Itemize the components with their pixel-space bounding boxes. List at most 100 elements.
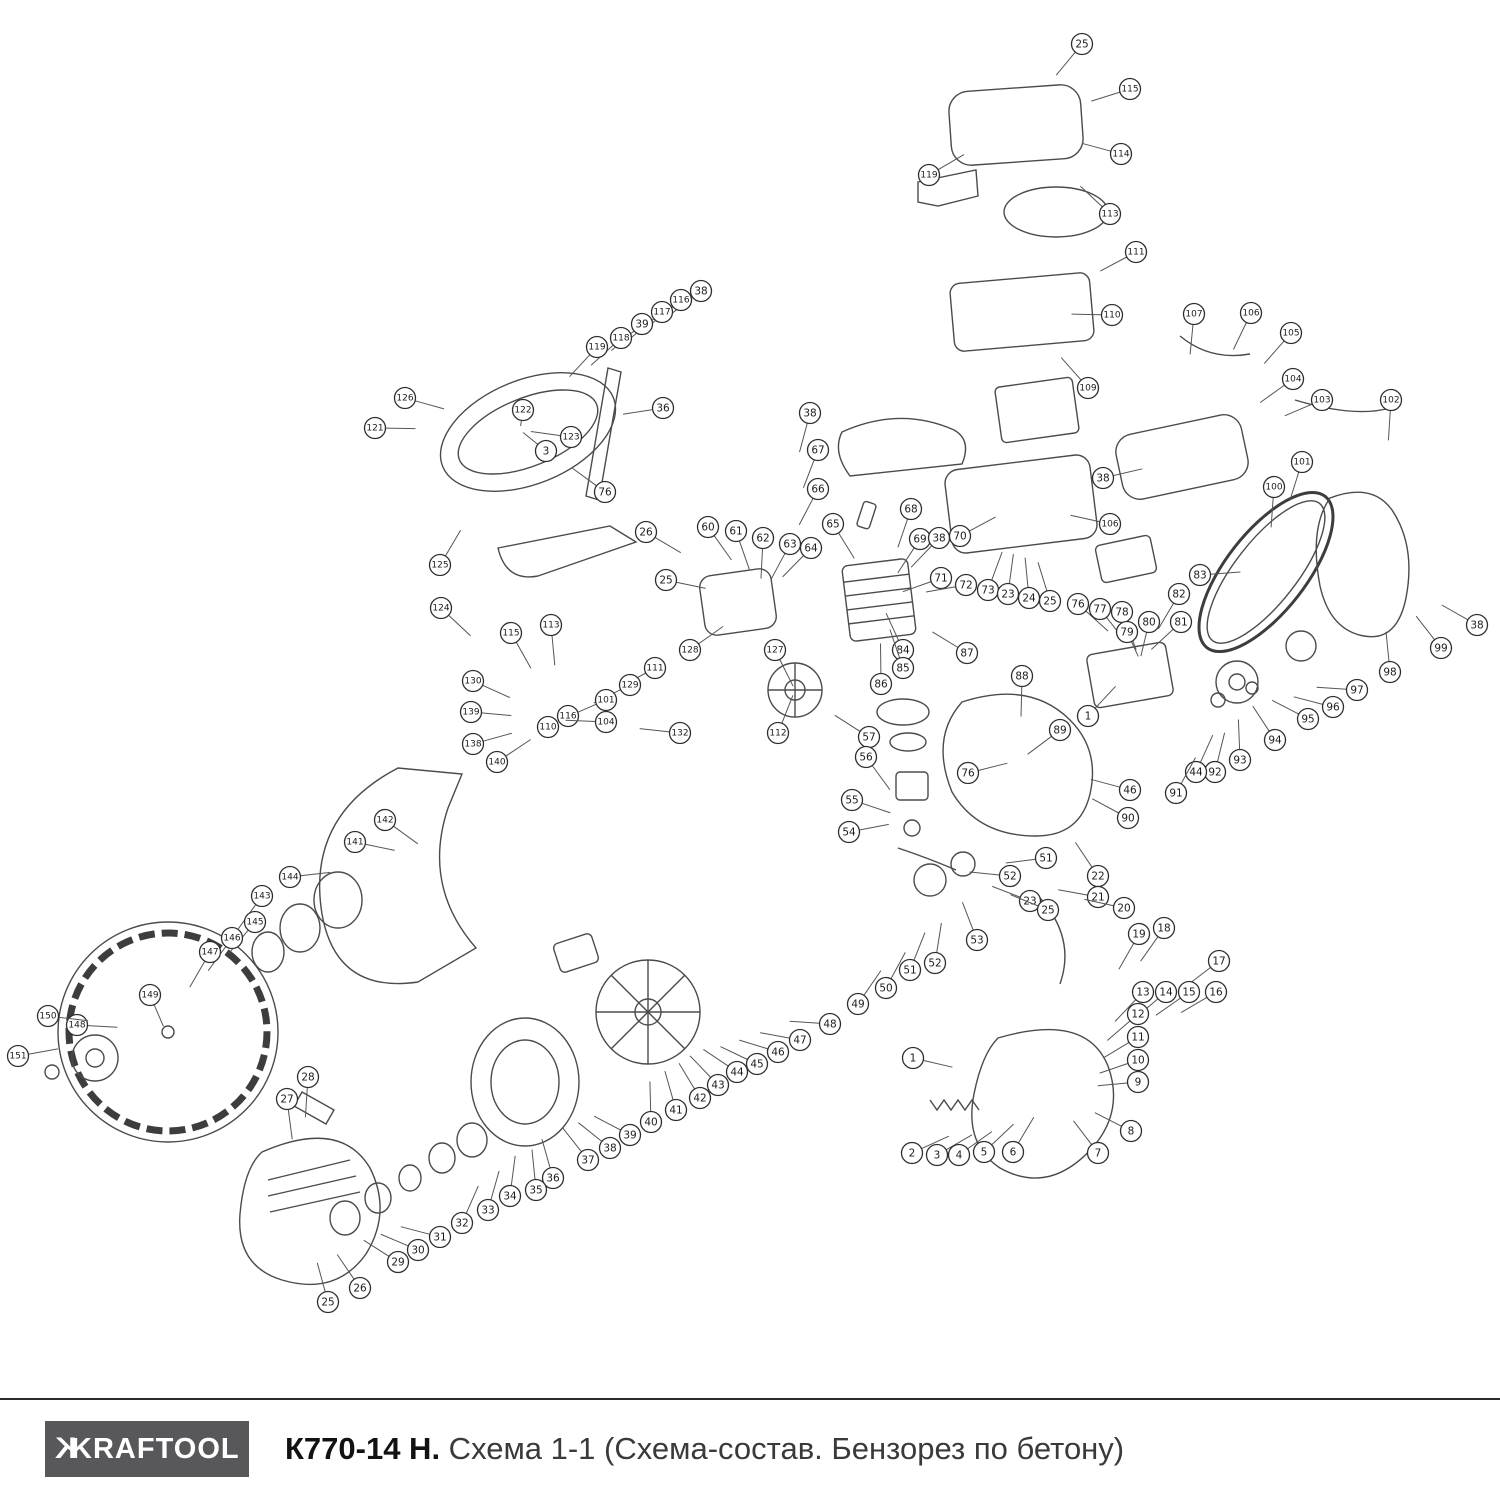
callout-number: 110 — [1103, 311, 1120, 321]
callout-leader-line — [1058, 889, 1088, 896]
callout-circle — [689, 279, 713, 303]
callout-leader-line — [1073, 1120, 1092, 1145]
cutting-disc-rim-sketch — [65, 929, 271, 1135]
callout-number: 119 — [920, 171, 937, 181]
callout-number: 88 — [1015, 671, 1028, 683]
small-washer2-sketch — [1245, 681, 1259, 695]
part-callout: 7 — [1073, 1120, 1110, 1165]
callout-circle — [630, 312, 654, 336]
callout-number: 2 — [909, 1148, 916, 1160]
callout-number: 76 — [1071, 599, 1085, 611]
part-callout: 54 — [837, 820, 889, 844]
callout-number: 117 — [653, 308, 670, 318]
callout-circle — [1321, 695, 1345, 719]
callout-leader-line — [1091, 91, 1121, 102]
part-callout: 31 — [400, 1225, 452, 1249]
callout-leader-line — [713, 535, 732, 561]
callout-number: 113 — [542, 621, 559, 631]
callout-leader-line — [363, 1239, 390, 1257]
callout-leader-line — [522, 432, 539, 445]
part-callout: 115 — [1091, 77, 1142, 102]
callout-circle — [696, 515, 720, 539]
part-callout: 103 — [1284, 388, 1334, 417]
callout-circle — [576, 1148, 600, 1172]
callout-leader-line — [505, 739, 531, 757]
callout-number: 97 — [1350, 685, 1363, 697]
washer-stack5-sketch — [456, 1122, 488, 1158]
callout-circle — [1115, 620, 1139, 644]
callout-leader-line — [1055, 51, 1076, 76]
callout-circle — [763, 638, 787, 662]
callout-leader-line — [1293, 696, 1323, 705]
part-callout: 2 — [900, 1135, 950, 1165]
part-callout: 71 — [902, 566, 953, 593]
callout-number: 143 — [253, 892, 270, 902]
callout-number: 116 — [672, 296, 689, 306]
part-callout: 113 — [1080, 185, 1122, 226]
part-callout: 67 — [802, 438, 830, 488]
cutting-disc-sketch — [57, 921, 279, 1143]
part-callout: 119 — [917, 154, 965, 187]
callout-number: 16 — [1209, 987, 1223, 999]
callout-leader-line — [1005, 858, 1036, 864]
part-callout: 21 — [1058, 885, 1110, 909]
callout-circle — [900, 1141, 924, 1165]
part-callout: 112 — [766, 695, 794, 745]
callout-circle — [706, 1073, 730, 1097]
callout-circle — [996, 582, 1020, 606]
callout-circle — [429, 596, 453, 620]
callout-number: 25 — [321, 1297, 334, 1309]
callout-leader-line — [1270, 497, 1274, 528]
callout-number: 62 — [756, 533, 769, 545]
crank-bearing-sketch — [950, 851, 976, 877]
part-callout: 42 — [678, 1063, 712, 1110]
callout-circle — [1167, 582, 1191, 606]
part-callout: 12 — [1106, 1002, 1150, 1041]
part-callout: 88 — [1010, 664, 1034, 717]
part-callout: 44 — [703, 1048, 749, 1084]
part-callout: 27 — [275, 1087, 299, 1140]
part-callout: 39 — [611, 312, 654, 351]
callout-number: 43 — [711, 1080, 724, 1092]
front-handle-inner-sketch — [457, 389, 599, 475]
callout-circle — [393, 386, 417, 410]
callout-number: 66 — [811, 484, 825, 496]
callout-number: 101 — [597, 696, 614, 706]
callout-leader-line — [937, 154, 965, 171]
vent-line3-sketch — [269, 1191, 361, 1213]
part-callout: 29 — [363, 1239, 410, 1274]
callout-leader-line — [913, 932, 926, 961]
part-callout: 106 — [1070, 512, 1122, 536]
callout-circle — [724, 519, 748, 543]
callout-circle — [869, 672, 893, 696]
callout-number: 60 — [701, 522, 714, 534]
piston-sketch — [895, 771, 929, 801]
callout-number: 123 — [562, 433, 579, 443]
callout-leader-line — [385, 427, 416, 430]
part-callout: 36 — [622, 396, 675, 420]
outer-flange-sketch — [71, 1034, 119, 1082]
callout-circle — [618, 1123, 642, 1147]
part-callout: 25 — [654, 568, 706, 592]
callout-leader-line — [1140, 632, 1148, 657]
callout-number: 34 — [503, 1191, 517, 1203]
callout-circle — [1378, 660, 1402, 684]
callout-number: 3 — [543, 446, 550, 458]
callout-number: 144 — [281, 873, 298, 883]
callout-leader-line — [531, 1149, 536, 1180]
callout-number: 35 — [529, 1185, 542, 1197]
part-callout: 142 — [373, 808, 419, 845]
callout-circle — [1310, 388, 1334, 412]
callout-circle — [1152, 916, 1176, 940]
callout-circle — [1281, 367, 1305, 391]
part-callout: 38 — [578, 1122, 622, 1160]
part-callout: 141 — [343, 830, 395, 854]
callout-circle — [1076, 376, 1100, 400]
callout-number: 83 — [1193, 570, 1206, 582]
callout-circle — [498, 1184, 522, 1208]
callout-leader-line — [1263, 340, 1285, 364]
callout-leader-line — [1237, 719, 1241, 750]
callout-number: 101 — [1293, 458, 1310, 468]
callout-number: 47 — [793, 1035, 806, 1047]
callout-circle — [476, 1198, 500, 1222]
